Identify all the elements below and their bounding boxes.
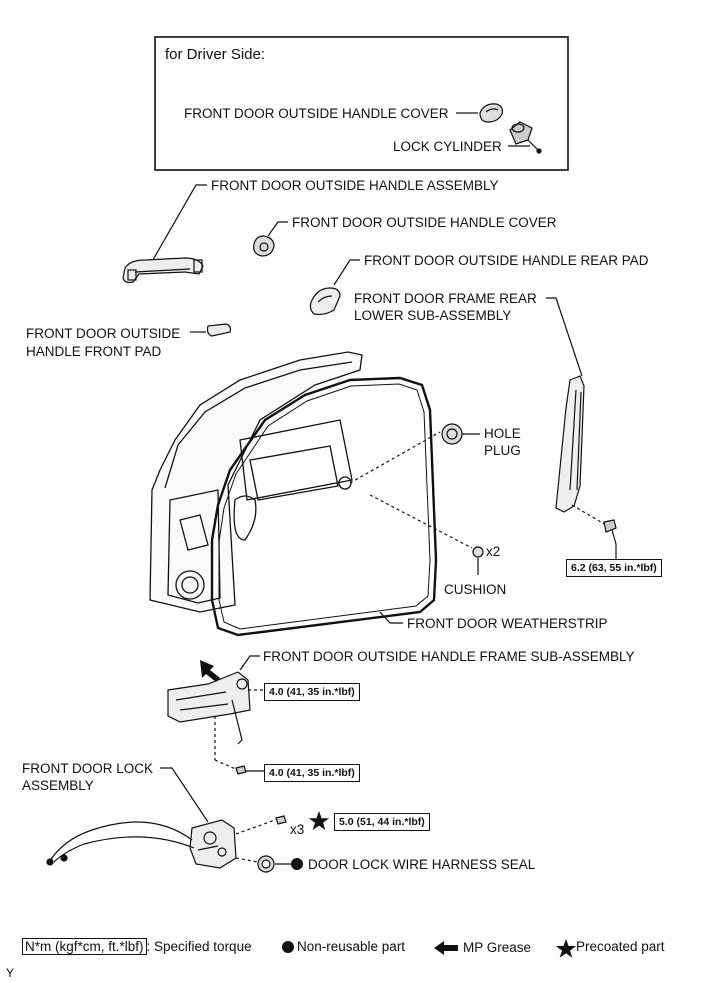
hole-plug-part [441, 423, 463, 445]
handle-frame-part [167, 671, 251, 745]
legend-precoated: Precoated part [576, 939, 665, 954]
harness-seal-label: DOOR LOCK WIRE HARNESS SEAL [308, 857, 536, 872]
non-reusable-dot-icon [291, 858, 303, 870]
frame-rear-lower-part [555, 375, 585, 513]
rear-pad-part [309, 287, 341, 316]
weatherstrip-label: FRONT DOOR WEATHERSTRIP [407, 616, 608, 631]
outside-handle-assembly-label: FRONT DOOR OUTSIDE HANDLE ASSEMBLY [211, 178, 499, 193]
legend-arrow-icon [434, 941, 458, 955]
handle-frame-lower-bolt [235, 765, 247, 775]
cushion-qty: x2 [486, 544, 501, 559]
door-frame-part [149, 351, 363, 613]
box-handle-cover-label: FRONT DOOR OUTSIDE HANDLE COVER [184, 106, 449, 121]
torque-handle-frame-lower: 4.0 (41, 35 in.*lbf) [264, 764, 360, 782]
hole-plug-label-1: HOLE [484, 426, 521, 441]
driver-box-title: for Driver Side: [165, 46, 266, 63]
legend-torque-key: N*m (kgf*cm, ft.*lbf) [22, 938, 147, 955]
lock-cable-1 [47, 821, 193, 865]
screw-qty: x3 [290, 822, 305, 837]
lock-assembly-label-1: FRONT DOOR LOCK [22, 761, 154, 776]
lock-assembly-label-2: ASSEMBLY [22, 778, 94, 793]
precoated-star-icon [308, 811, 330, 830]
rear-pad-label: FRONT DOOR OUTSIDE HANDLE REAR PAD [364, 253, 649, 268]
box-lock-cylinder-part [509, 121, 542, 154]
box-lock-cylinder-label: LOCK CYLINDER [393, 139, 502, 154]
torque-handle-frame-upper: 4.0 (41, 35 in.*lbf) [264, 683, 360, 701]
hole-plug-label-2: PLUG [484, 443, 521, 458]
box-handle-cover-part [479, 103, 503, 123]
cushion-label: CUSHION [444, 582, 507, 597]
torque-lock-screws: 5.0 (51, 44 in.*lbf) [334, 813, 430, 831]
door-lock-assembly-part [189, 819, 237, 869]
outside-handle-assembly-part [122, 257, 204, 284]
lock-screw [275, 815, 287, 825]
legend-torque-desc: : Specified torque [146, 939, 252, 954]
weatherstrip-part [210, 376, 438, 637]
legend-star-icon [555, 939, 577, 958]
legend-torque: N*m (kgf*cm, ft.*lbf): Specified torque [22, 938, 252, 955]
cushion-part [472, 546, 484, 558]
driver-side-box [154, 36, 569, 171]
outside-handle-cover-label: FRONT DOOR OUTSIDE HANDLE COVER [292, 215, 557, 230]
grease-arrow-icon [200, 660, 220, 682]
front-pad-part [206, 323, 232, 337]
front-pad-label-1: FRONT DOOR OUTSIDE [26, 326, 181, 341]
outside-handle-cover-part [253, 235, 275, 257]
legend-non-reusable: Non-reusable part [297, 939, 406, 954]
frame-rear-bolt [603, 519, 617, 545]
legend-mp-grease: MP Grease [463, 940, 532, 955]
corner-mark: Y [6, 966, 15, 980]
front-pad-label-2: HANDLE FRONT PAD [26, 344, 162, 359]
frame-rear-lower-label-1: FRONT DOOR FRAME REAR [354, 291, 537, 306]
torque-frame-rear: 6.2 (63, 55 in.*lbf) [566, 559, 662, 577]
lock-cable-2 [53, 836, 195, 863]
harness-seal-part [257, 855, 275, 873]
legend-dot-icon [282, 941, 294, 953]
handle-frame-label: FRONT DOOR OUTSIDE HANDLE FRAME SUB-ASSE… [263, 649, 635, 664]
frame-rear-lower-label-2: LOWER SUB-ASSEMBLY [354, 308, 512, 323]
